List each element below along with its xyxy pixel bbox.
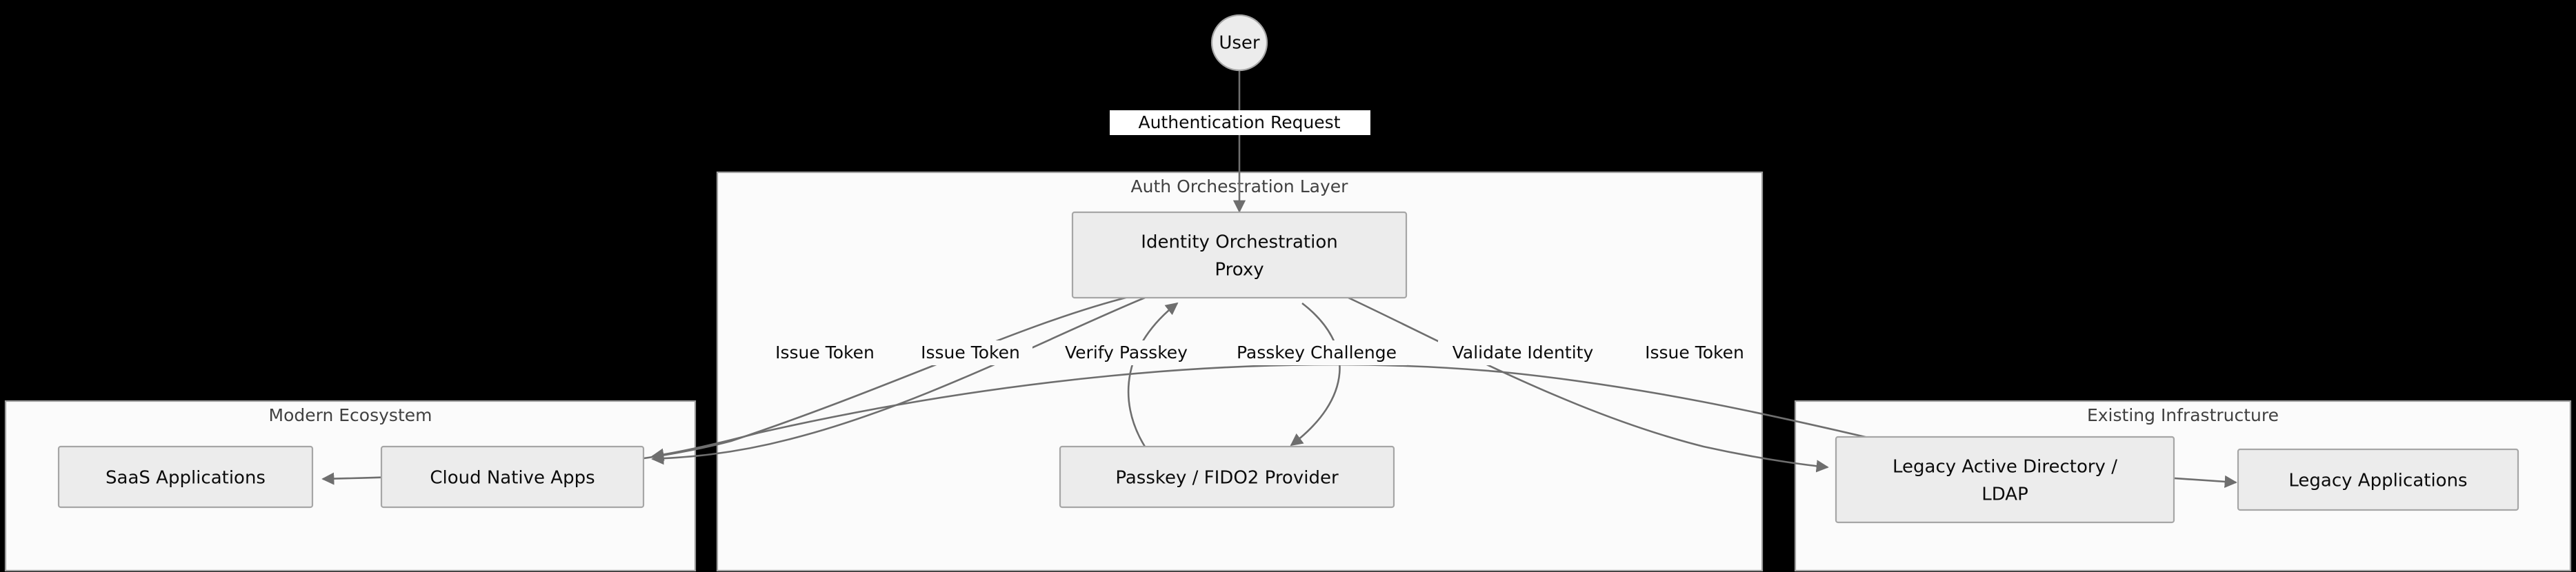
edge-label-verify-passkey-bg — [1051, 340, 1201, 365]
node-user[interactable]: User — [1210, 14, 1268, 72]
edge-label-issue-token-saas: Issue Token — [763, 340, 887, 365]
cluster-existing-infrastructure-label: Existing Infrastructure — [2087, 405, 2279, 425]
edge-ldap-to-cloud — [651, 363, 1884, 461]
node-saas-applications-rect[interactable] — [57, 445, 314, 509]
node-identity-orchestration-proxy-label-line1: Identity Orchestration — [1141, 232, 1337, 253]
node-legacy-active-directory-ldap-rect[interactable] — [1835, 436, 2175, 524]
edge-label-passkey-challenge-bg — [1226, 340, 1407, 365]
node-legacy-active-directory-ldap-label-line1: Legacy Active Directory / — [1893, 457, 2117, 478]
node-legacy-applications[interactable]: Legacy Applications — [2237, 448, 2519, 511]
node-legacy-active-directory-ldap-label-line2: LDAP — [1981, 484, 2028, 505]
edge-label-issue-token-cloud-bg — [908, 340, 1032, 365]
node-saas-applications[interactable]: SaaS Applications — [57, 445, 314, 509]
edge-label-validate-identity-bg — [1438, 340, 1608, 365]
edge-label-authentication-request-text: Authentication Request — [1138, 112, 1340, 132]
edge-label-verify-passkey: Verify Passkey — [1051, 340, 1201, 365]
edge-label-passkey-challenge-text: Passkey Challenge — [1237, 343, 1397, 362]
node-cloud-native-apps[interactable]: Cloud Native Apps — [380, 445, 645, 509]
edge-label-issue-token-cloud-text: Issue Token — [921, 343, 1020, 362]
node-cloud-native-apps-rect[interactable] — [380, 445, 645, 509]
edge-passkey-to-proxy — [1127, 302, 1179, 447]
edge-label-issue-token-saas-bg — [763, 340, 887, 365]
node-saas-applications-label: SaaS Applications — [106, 468, 266, 489]
edge-label-authentication-request-bg — [1110, 110, 1370, 135]
edge-proxy-to-cloud — [651, 296, 1146, 465]
node-passkey-fido2-provider[interactable]: Passkey / FIDO2 Provider — [1059, 445, 1395, 509]
edge-proxy-to-ldap — [1348, 296, 1829, 473]
edge-label-validate-identity-text: Validate Identity — [1452, 343, 1594, 362]
node-user-label: User — [1219, 33, 1260, 54]
edge-label-passkey-challenge: Passkey Challenge — [1226, 340, 1407, 365]
node-cloud-native-apps-label: Cloud Native Apps — [430, 468, 595, 489]
edge-label-verify-passkey-text: Verify Passkey — [1065, 343, 1188, 362]
node-identity-orchestration-proxy-rect[interactable] — [1071, 211, 1408, 299]
node-identity-orchestration-proxy[interactable]: Identity Orchestration Proxy — [1071, 211, 1408, 299]
edge-label-issue-token-cloud: Issue Token — [908, 340, 1032, 365]
edge-label-issue-token-ldap-cloud-text: Issue Token — [1645, 343, 1744, 362]
node-user-shape[interactable] — [1210, 14, 1268, 72]
node-identity-orchestration-proxy-label-line2: Proxy — [1215, 260, 1264, 280]
edge-proxy-to-passkey — [1290, 302, 1341, 447]
node-legacy-applications-rect[interactable] — [2237, 448, 2519, 511]
edge-label-issue-token-ldap-cloud: Issue Token — [1633, 340, 1757, 365]
node-passkey-fido2-provider-rect[interactable] — [1059, 445, 1395, 509]
edge-label-issue-token-ldap-cloud-bg — [1633, 340, 1757, 365]
cluster-modern-ecosystem-label: Modern Ecosystem — [269, 405, 432, 425]
edge-label-issue-token-saas-text: Issue Token — [775, 343, 875, 362]
node-passkey-fido2-provider-label: Passkey / FIDO2 Provider — [1115, 468, 1339, 489]
node-legacy-active-directory-ldap[interactable]: Legacy Active Directory / LDAP — [1835, 436, 2175, 524]
node-legacy-applications-label: Legacy Applications — [2288, 471, 2467, 491]
edge-label-validate-identity: Validate Identity — [1438, 340, 1608, 365]
edge-label-authentication-request: Authentication Request — [1110, 110, 1370, 135]
